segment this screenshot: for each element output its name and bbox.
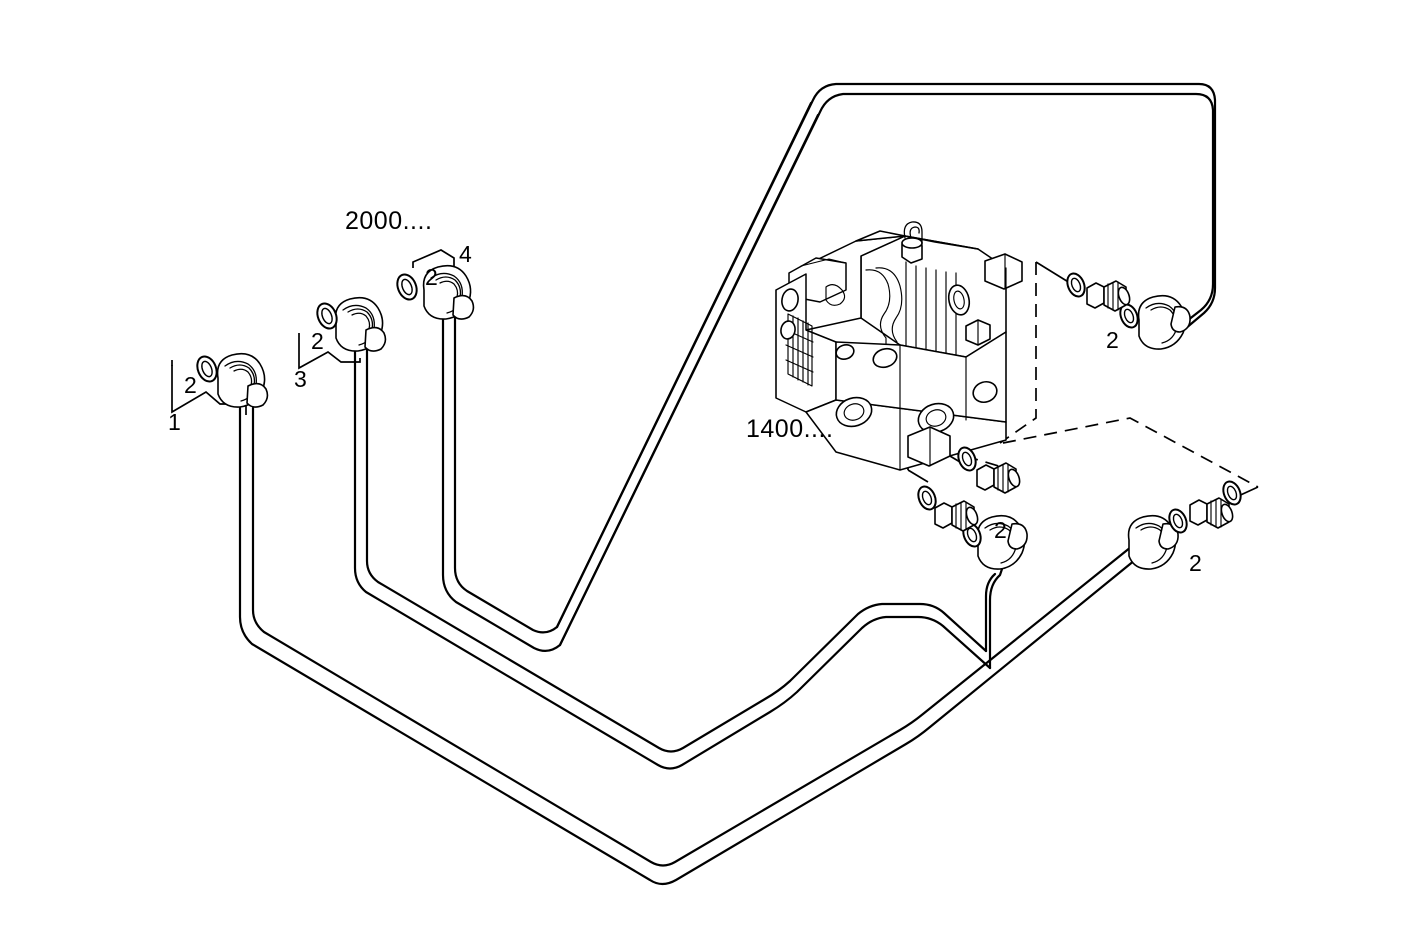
callout-2-mid: 2 [311,328,324,354]
fuel-line-4-rise [555,101,820,647]
callout-2-pump: 2 [994,517,1007,543]
elbow-fitting-pump-bottom[interactable] [976,514,1028,570]
elbow-fitting-line-4[interactable] [422,264,475,320]
fuel-line-group [238,82,1217,886]
callout-2-left: 2 [184,372,197,398]
elbow-fitting-right-upper[interactable] [1137,294,1191,350]
seal-ring[interactable] [314,301,340,332]
seal-ring[interactable] [955,445,979,473]
seal-ring[interactable] [1220,479,1244,507]
group-label-2000: 2000.... [345,207,433,235]
fuel-line-1[interactable] [238,406,1137,886]
union-fitting[interactable] [976,462,1022,494]
seal-ring[interactable] [1166,507,1190,535]
seal-ring[interactable] [394,272,420,303]
callout-1: 1 [168,409,181,435]
union-fitting[interactable] [934,500,980,532]
fuel-line-4[interactable] [441,82,1217,652]
union-fitting[interactable] [1189,497,1235,529]
seal-rings [194,271,1244,548]
high-pressure-fuel-pump[interactable] [775,221,1023,471]
seal-ring[interactable] [194,354,220,385]
elbow-fitting-line-1[interactable] [216,352,269,408]
fuel-line-3-pump-end[interactable] [984,567,1004,670]
group-label-1400: 1400.... [746,415,834,443]
callout-4: 4 [459,241,472,267]
seal-ring[interactable] [915,484,939,512]
fuel-line-3[interactable] [353,348,992,770]
callout-2-lower: 2 [1189,550,1202,576]
union-fitting[interactable] [1086,280,1132,312]
callout-3: 3 [294,366,307,392]
callout-2-upper: 2 [425,264,438,290]
callout-2-right: 2 [1106,327,1119,353]
pump-ribs [905,261,957,359]
elbow-fitting-lower-right[interactable] [1127,514,1179,570]
elbow-fitting-line-3[interactable] [334,296,387,352]
union-fittings [934,280,1235,532]
seal-ring[interactable] [1064,271,1088,299]
